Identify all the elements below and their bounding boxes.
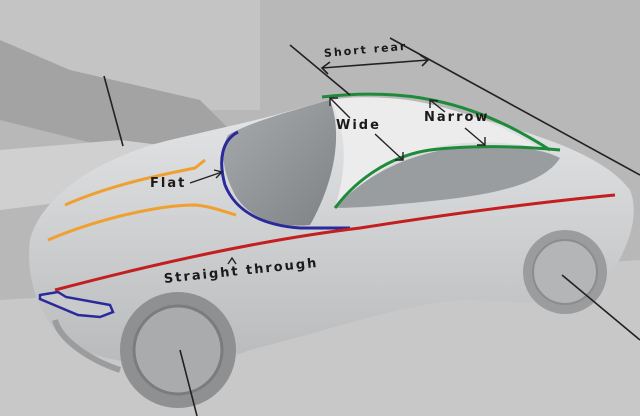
wide-arrow-upper [329,97,351,119]
narrow-arrow-lower [464,127,486,146]
window-line-lower [333,145,561,209]
side-window-glass [335,146,560,208]
short-rear-arrowhead-right [419,54,430,67]
narrow-arrowhead-upper [429,99,439,108]
rear-wheel-rim [532,239,598,305]
wide-arrowhead-upper [329,97,338,106]
front-wheel-rim [132,304,224,396]
narrow-arrowhead-lower [477,137,486,146]
windshield-glass [223,100,337,226]
leader-line-front-wheel [179,349,198,416]
leader-line-hood [103,75,124,147]
beltline [54,193,616,292]
label-flat: Flat [150,176,187,191]
straight-through-caret [227,256,237,265]
wide-arrow-lower [374,133,404,161]
label-wide: Wide [336,118,381,133]
front-bumper [52,319,121,373]
flat-arrow [189,171,223,184]
short-rear-arrowhead-left [320,61,331,75]
label-narrow: Narrow [424,110,490,125]
guide-line-rear-left [289,44,351,96]
windshield-outline [220,130,350,230]
short-rear-dimension-arrow [321,59,429,69]
guide-line-rear-right [389,37,640,176]
roof-panel [330,97,540,208]
hood-crease-upper [64,158,206,207]
flat-arrowhead [213,169,224,179]
hood-crease-lower [47,203,237,242]
wide-arrowhead-lower [395,152,404,161]
dark-object-left [0,40,230,150]
leader-line-rear-wheel [561,274,640,341]
headlight-outline [38,290,115,319]
narrow-arrow-upper [429,99,446,113]
